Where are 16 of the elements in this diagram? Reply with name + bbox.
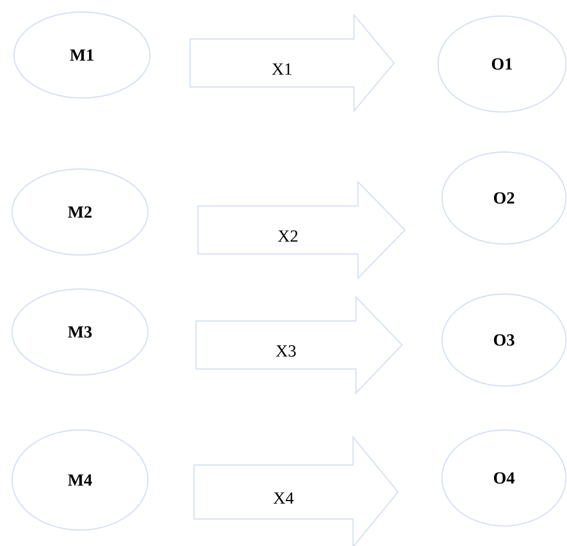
ellipse-node: O2 (441, 151, 567, 245)
block-arrow (195, 296, 403, 394)
edge-label: X3 (276, 345, 296, 357)
ellipse-node: M2 (11, 168, 149, 256)
ellipse-node: O4 (441, 429, 567, 527)
ellipse-node: M3 (11, 288, 149, 376)
edge-label: X4 (274, 492, 294, 504)
ellipse-node: M1 (13, 11, 151, 99)
edge-label: X1 (272, 63, 292, 75)
edge-label: X2 (278, 230, 298, 242)
ellipse-node: O1 (437, 15, 567, 113)
block-arrow (197, 180, 406, 280)
block-arrow (193, 435, 399, 546)
ellipse-node: M4 (11, 429, 149, 531)
block-arrow (189, 13, 395, 113)
ellipse-node: O3 (441, 293, 567, 387)
